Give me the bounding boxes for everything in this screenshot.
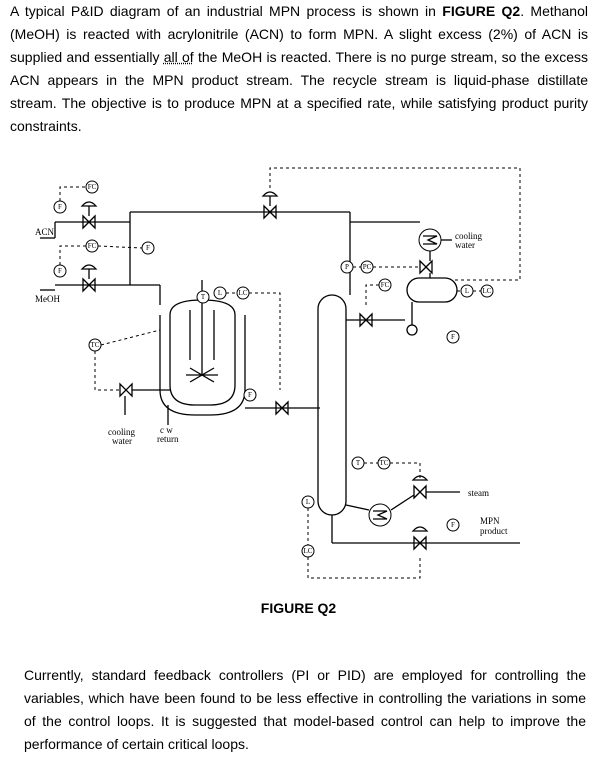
reactor-outlet-valve [275,400,289,416]
steam-valve [411,475,429,500]
column-lc-tag: LC [304,547,313,555]
recycle-flow-loop [269,167,521,281]
reactor-lc-tag: LC [239,289,248,297]
outlet-f-tag: F [248,391,252,399]
product-valve [411,526,429,551]
reactor-t-tag: T [201,293,206,301]
cw-return-label-1: c w [160,425,173,435]
closing-paragraph: Currently, standard feedback controllers… [24,667,586,752]
product-flow-sensor [446,518,460,532]
recycle-valve [261,191,279,220]
column-tc-tag: TC [380,459,389,467]
cw-condenser-label-1: cooling [455,231,482,241]
reflux-drum [406,277,458,303]
intro-text-2: . Methanol (MeOH) is reacted with acrylo… [10,3,588,65]
steam-label: steam [468,488,489,498]
reactor-tc-tag: TC [91,341,100,349]
intro-text-1: A typical P&ID diagram of an industrial … [10,3,443,19]
reactor-outlet-flow-sensor [243,388,257,402]
reflux-f-tag: F [451,333,455,341]
acn-label: ACN [35,227,55,237]
acn-fc-tag: FC [88,183,97,191]
cw-return-label-2: return [157,434,179,444]
product-f-tag: F [451,521,455,529]
pid-diagram: ACN MeOH FC F FC F F [35,167,521,579]
reflux-valve [359,312,373,328]
reflux-fc-tag: FC [381,281,390,289]
figure-caption: FIGURE Q2 [260,600,337,616]
mpn-label-2: product [480,526,508,536]
cooling-water-label-2: water [112,436,132,446]
figure-reference: FIGURE Q2 [442,3,521,19]
intro-underlined: all of [163,49,194,65]
meoh-fc-tag: FC [88,242,97,250]
meoh-f-tag: F [58,267,62,275]
reflux-pump [406,324,418,336]
column-t-tag: T [356,459,361,467]
condenser-cw-valve [419,259,433,275]
cooling-water-valve [119,382,133,398]
acn-control-valve [80,201,98,230]
distillation-column [317,294,347,516]
reboiler [368,503,392,527]
reactor-l-tag: L [218,289,222,297]
column-p-tag: P [345,263,349,271]
intro-paragraph: A typical P&ID diagram of an industrial … [10,0,588,138]
ratio-f-tag: F [146,244,150,252]
column-pc-tag: PC [363,263,372,271]
cw-condenser-label-2: water [455,240,475,250]
acn-flow-controller [85,180,99,194]
intro-text-3: the MeOH is reacted. There is no purge s… [10,49,589,134]
condenser [418,228,442,252]
drum-l-tag: L [465,287,469,295]
acn-f-tag: F [58,203,62,211]
drum-lc-tag: LC [483,287,492,295]
mpn-label-1: MPN [480,516,500,526]
reactor-temp-sensor [196,290,210,304]
cooling-water-label-1: cooling [108,427,135,437]
reflux-flow-sensor [446,330,460,344]
meoh-label: MeOH [35,294,60,304]
meoh-control-valve [80,264,98,293]
column-l-tag: L [306,498,310,506]
